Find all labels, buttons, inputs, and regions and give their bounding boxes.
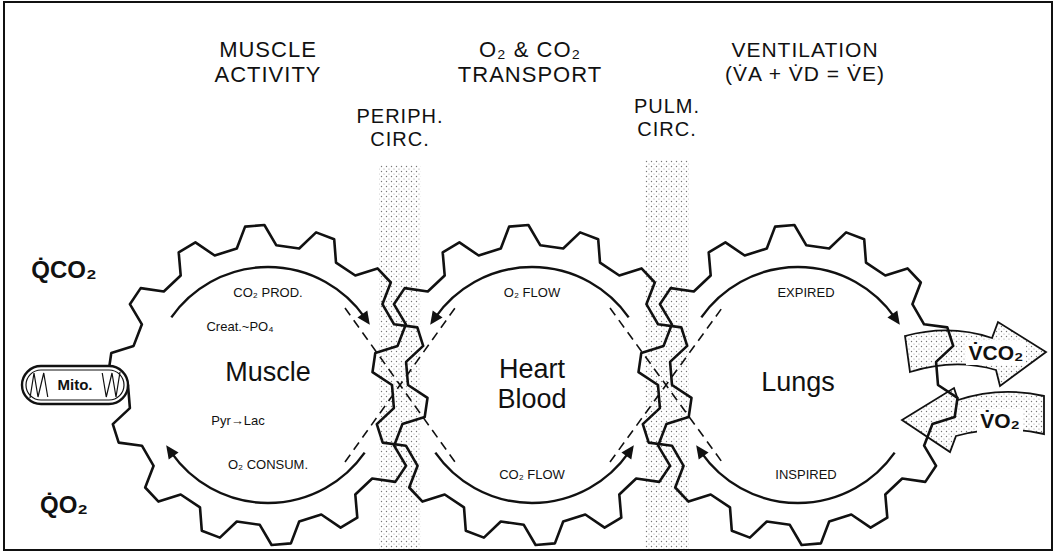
process-label: INSPIRED [775,468,836,482]
flux-symbol: V̇CO₂ [966,341,1027,365]
process-label: O₂ CONSUM. [228,458,308,472]
gear: EXPIRED LungsINSPIRED [628,215,968,553]
vo2-arrow [902,388,1044,452]
arrowhead [621,445,633,459]
periph-circ-band [379,165,421,549]
section-heading: MUSCLE ACTIVITY [203,37,333,88]
flow-arc [171,267,364,317]
organ-name: Lungs [761,368,835,398]
arrowhead [357,311,369,325]
organ-name: Muscle [225,358,311,388]
pulm-circ-band [645,160,689,549]
vco2-arrow [905,322,1046,386]
process-label: CO₂ FLOW [499,468,565,482]
flux-symbol: Q̇CO₂ [31,256,96,284]
flow-arc [171,453,364,503]
section-heading: VENTILATION (V̇A + V̇D = V̇E) [710,38,900,86]
process-label: EXPIRED [777,286,834,300]
gear-teeth [109,225,428,545]
flux-symbol: Q̇O₂ [40,491,88,519]
organ-name: Heart Blood [482,355,582,414]
process-label: Pyr→Lac [211,414,264,428]
process-label: Creat.~PO₄ [206,320,273,334]
mitochondrion: Mito. [20,364,130,406]
gear: CO₂ PROD. Creat.~PO₄ MusclePyr→Lac O₂ CONSU… [98,215,438,553]
frame [4,2,1052,550]
process-label: CO₂ PROD. [233,286,302,300]
gear-teeth [639,225,958,545]
circulation-label: PULM. CIRC. [617,95,717,141]
flow-arc [701,453,894,503]
flow-arc [701,267,894,317]
mito-label: Mito. [58,377,93,394]
flow-arc [435,267,628,317]
section-heading: O₂ & CO₂ TRANSPORT [455,37,605,88]
flux-symbol: V̇O₂ [977,409,1023,433]
arrowhead [166,445,178,459]
gear: O₂ FLOW Heart BloodCO₂ FLOW [362,215,702,553]
exchange-dashes [345,308,722,462]
arrowhead [696,445,708,459]
arrowhead [430,311,442,325]
process-label: O₂ FLOW [504,286,560,300]
flow-arc [435,453,628,503]
arrowhead [887,311,899,325]
gear-teeth [373,225,692,545]
circulation-label: PERIPH. CIRC. [345,105,455,151]
